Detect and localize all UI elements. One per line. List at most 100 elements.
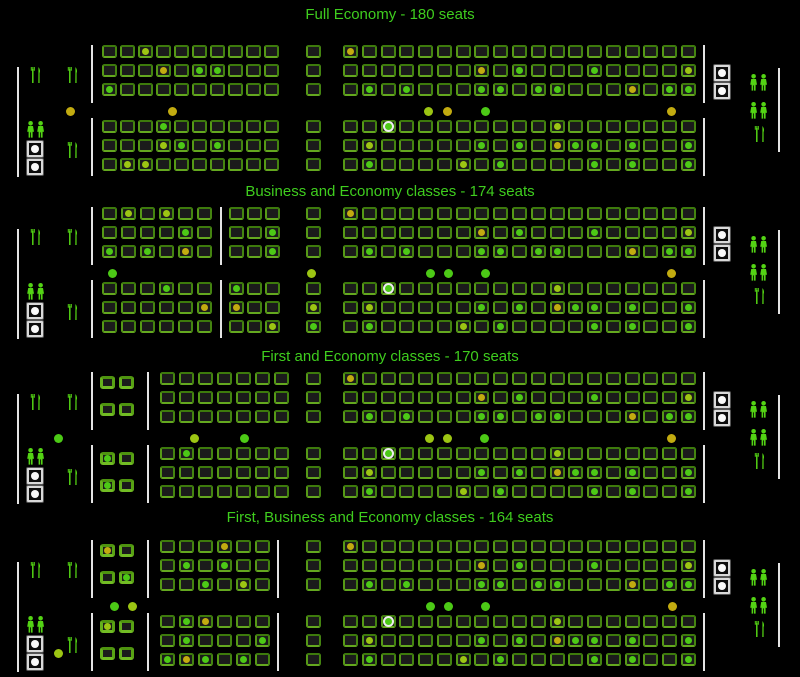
seat-economy[interactable] (381, 615, 396, 628)
seat-economy[interactable] (228, 139, 243, 152)
seat-economy[interactable] (456, 282, 471, 295)
seat-economy[interactable] (587, 372, 602, 385)
seat-economy[interactable] (362, 301, 377, 314)
seat-economy[interactable] (399, 485, 414, 498)
seat-economy[interactable] (343, 245, 358, 258)
seat-economy[interactable] (568, 64, 583, 77)
seat-economy[interactable] (174, 45, 189, 58)
seat-economy[interactable] (606, 372, 621, 385)
seat-economy[interactable] (493, 245, 508, 258)
seat-economy[interactable] (643, 410, 658, 423)
seat-economy[interactable] (662, 559, 677, 572)
seat-economy[interactable] (246, 64, 261, 77)
seat-business[interactable] (159, 301, 174, 314)
seat-economy[interactable] (418, 391, 433, 404)
seat-business[interactable] (160, 578, 175, 591)
seat-economy[interactable] (255, 391, 270, 404)
seat-economy[interactable] (512, 64, 527, 77)
seat-economy[interactable] (228, 45, 243, 58)
seat-economy[interactable] (643, 245, 658, 258)
seat-business[interactable] (178, 226, 193, 239)
seat-economy[interactable] (625, 226, 640, 239)
seat-economy[interactable] (493, 540, 508, 553)
seat-economy[interactable] (381, 320, 396, 333)
seat-economy[interactable] (643, 301, 658, 314)
seat-economy[interactable] (217, 485, 232, 498)
seat-economy[interactable] (625, 540, 640, 553)
seat-economy[interactable] (179, 466, 194, 479)
seat-economy[interactable] (160, 466, 175, 479)
seat-economy[interactable] (550, 615, 565, 628)
seat-economy[interactable] (456, 391, 471, 404)
seat-economy[interactable] (456, 120, 471, 133)
seat-business[interactable] (198, 578, 213, 591)
seat-economy[interactable] (531, 391, 546, 404)
seat-economy[interactable] (456, 158, 471, 171)
seat-economy[interactable] (662, 391, 677, 404)
seat-economy[interactable] (362, 45, 377, 58)
seat-economy[interactable] (198, 447, 213, 460)
seat-economy[interactable] (210, 139, 225, 152)
seat-economy[interactable] (625, 139, 640, 152)
seat-business[interactable] (236, 540, 251, 553)
seat-economy[interactable] (493, 615, 508, 628)
seat-economy[interactable] (587, 207, 602, 220)
seat-economy[interactable] (456, 447, 471, 460)
seat-economy[interactable] (418, 615, 433, 628)
seat-economy[interactable] (606, 578, 621, 591)
seat-economy[interactable] (550, 447, 565, 460)
seat-economy[interactable] (681, 391, 696, 404)
seat-economy[interactable] (437, 120, 452, 133)
seat-economy[interactable] (512, 559, 527, 572)
seat-economy[interactable] (437, 45, 452, 58)
seat-economy[interactable] (306, 615, 321, 628)
seat-economy[interactable] (681, 139, 696, 152)
seat-economy[interactable] (306, 226, 321, 239)
seat-economy[interactable] (643, 320, 658, 333)
seat-economy[interactable] (625, 320, 640, 333)
seat-economy[interactable] (381, 447, 396, 460)
seat-economy[interactable] (198, 485, 213, 498)
seat-economy[interactable] (662, 226, 677, 239)
seat-economy[interactable] (531, 410, 546, 423)
seat-economy[interactable] (399, 245, 414, 258)
seat-economy[interactable] (531, 64, 546, 77)
seat-economy[interactable] (681, 226, 696, 239)
seat-economy[interactable] (381, 226, 396, 239)
seat-economy[interactable] (246, 120, 261, 133)
seat-economy[interactable] (625, 301, 640, 314)
seat-economy[interactable] (343, 615, 358, 628)
seat-economy[interactable] (456, 45, 471, 58)
seat-economy[interactable] (343, 226, 358, 239)
seat-economy[interactable] (274, 466, 289, 479)
seat-economy[interactable] (160, 485, 175, 498)
seat-economy[interactable] (625, 158, 640, 171)
seat-economy[interactable] (512, 320, 527, 333)
seat-economy[interactable] (493, 485, 508, 498)
seat-economy[interactable] (418, 45, 433, 58)
seat-economy[interactable] (381, 64, 396, 77)
seat-economy[interactable] (102, 158, 117, 171)
seat-economy[interactable] (587, 615, 602, 628)
seat-economy[interactable] (381, 653, 396, 666)
seat-economy[interactable] (192, 139, 207, 152)
seat-economy[interactable] (343, 410, 358, 423)
seat-economy[interactable] (587, 226, 602, 239)
seat-economy[interactable] (681, 320, 696, 333)
seat-economy[interactable] (568, 410, 583, 423)
seat-economy[interactable] (456, 320, 471, 333)
seat-economy[interactable] (587, 83, 602, 96)
seat-economy[interactable] (625, 485, 640, 498)
seat-economy[interactable] (264, 158, 279, 171)
seat-economy[interactable] (381, 207, 396, 220)
seat-economy[interactable] (531, 615, 546, 628)
seat-economy[interactable] (229, 226, 244, 239)
seat-economy[interactable] (343, 372, 358, 385)
seat-economy[interactable] (156, 83, 171, 96)
seat-economy[interactable] (306, 282, 321, 295)
seat-economy[interactable] (179, 485, 194, 498)
seat-economy[interactable] (606, 158, 621, 171)
seat-economy[interactable] (274, 372, 289, 385)
seat-economy[interactable] (198, 372, 213, 385)
seat-economy[interactable] (399, 301, 414, 314)
